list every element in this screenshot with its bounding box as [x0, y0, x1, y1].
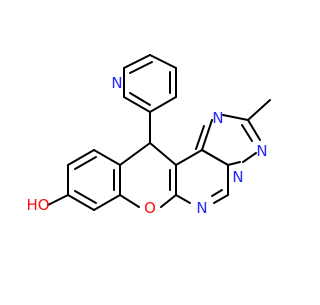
- ring-oxygen-label: O: [144, 199, 156, 217]
- pyrimidine-n-label: N: [196, 199, 207, 217]
- pyridine-ring: [123, 54, 177, 113]
- triazole-n2-label: N: [256, 142, 267, 160]
- hydroxyl-label: HO: [26, 196, 49, 214]
- triazole-n3-label: N: [232, 168, 243, 186]
- structure-diagram: N N N N N O HO: [26, 54, 271, 217]
- triazole-n1-label: N: [212, 109, 223, 127]
- benzene-ring: [67, 149, 121, 211]
- pyrimidine-ring: [175, 149, 229, 204]
- methyl-bond: [247, 99, 271, 121]
- pyran-ring: [119, 142, 177, 208]
- pyridine-n-label: N: [111, 74, 122, 92]
- triazole-ring: [195, 114, 261, 166]
- molecule-canvas: N N N N N O HO: [26, 54, 271, 217]
- hydroxyl-bond: [47, 194, 69, 206]
